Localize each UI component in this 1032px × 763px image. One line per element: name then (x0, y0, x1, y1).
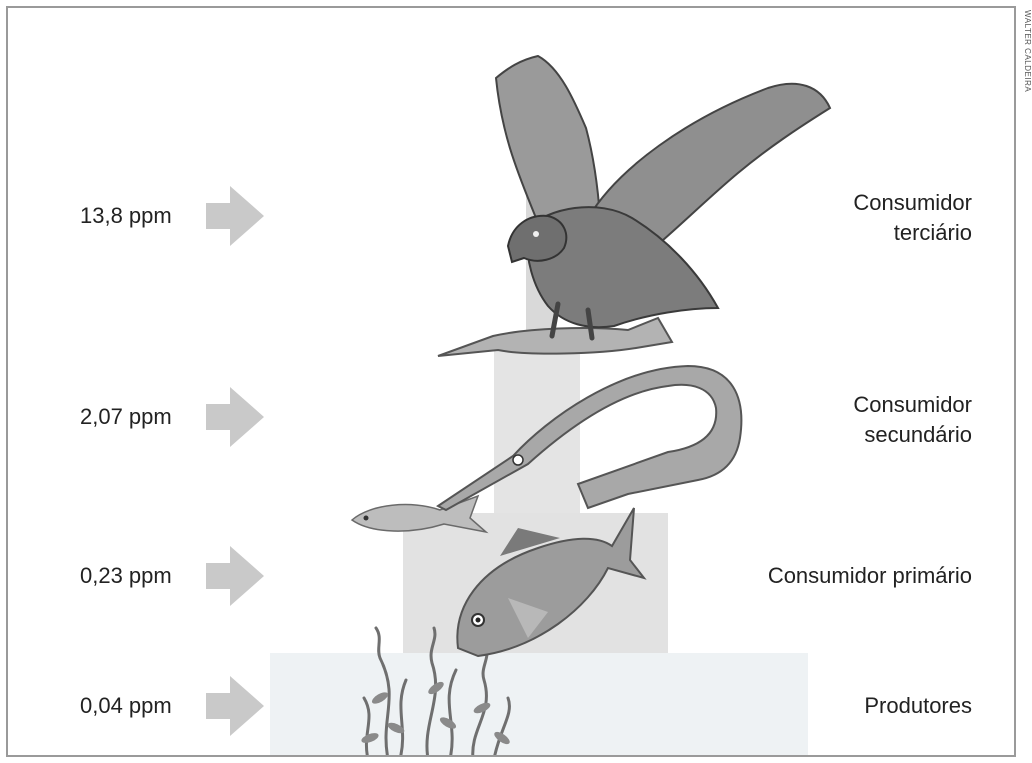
seaweed-icon (362, 626, 511, 755)
tertiary-concentration: 13,8 ppm (80, 203, 172, 228)
food-chain-illustration (270, 54, 832, 755)
primary-concentration: 0,23 ppm (80, 563, 172, 588)
producers-label-line1: Produtores (864, 693, 972, 718)
producers-block (270, 653, 808, 755)
tertiary-label-line1: Consumidor (853, 190, 972, 215)
seaweed-leaves (361, 681, 510, 745)
arrow-icon (206, 186, 264, 246)
secondary-label-line2: secundário (864, 422, 972, 447)
tertiary-consumer-label: Consumidor terciário (853, 188, 972, 248)
primary-consumer-fish-icon (456, 507, 647, 658)
illustrator-credit: WALTER CALDEIRA (1023, 10, 1032, 93)
eagle-icon (494, 54, 832, 341)
producers-concentration: 0,04 ppm (80, 693, 172, 718)
prey-fish-icon (437, 316, 674, 357)
needlefish-icon (436, 364, 743, 512)
secondary-concentration: 2,07 ppm (80, 404, 172, 429)
primary-consumer-label: Consumidor primário (768, 561, 972, 591)
arrow-icon (206, 387, 264, 447)
diagram-frame: 13,8 ppm 2,07 ppm 0,23 ppm 0,04 ppm Cons… (6, 6, 1016, 757)
producers-label: Produtores (864, 691, 972, 721)
arrow-icon (206, 546, 264, 606)
arrow-icon (206, 676, 264, 736)
secondary-label-line1: Consumidor (853, 392, 972, 417)
primary-label-line1: Consumidor primário (767, 563, 972, 588)
small-fish-icon (350, 494, 489, 534)
tertiary-label-line2: terciário (893, 220, 972, 245)
secondary-consumer-label: Consumidor secundário (853, 390, 972, 450)
